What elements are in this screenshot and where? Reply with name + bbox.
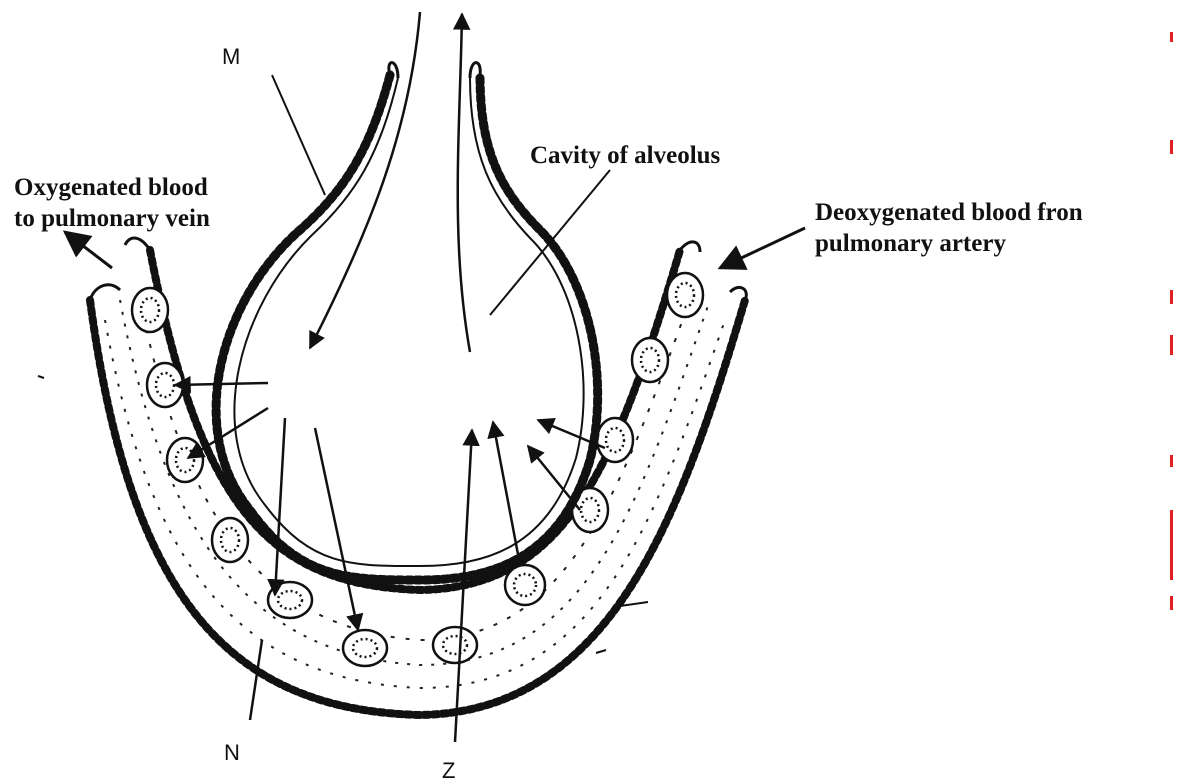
label-deoxygenated-line1: Deoxygenated blood fron [815,197,1083,228]
label-cavity-of-alveolus: Cavity of alveolus [530,140,720,171]
label-oxygenated-line2: to pulmonary vein [14,203,210,234]
label-deoxygenated-line2: pulmonary artery [815,228,1083,259]
scan-mark [1170,335,1173,355]
red-blood-cell [632,338,668,382]
air-out-arrow [458,14,470,352]
red-blood-cell [667,273,703,317]
red-blood-cell [505,565,545,605]
red-blood-cell [343,630,387,666]
deoxygenated-blood-arrow [720,228,805,268]
red-blood-cell [132,288,168,332]
scan-mark [1170,290,1173,304]
label-m: M [222,44,240,70]
red-blood-cell [597,418,633,462]
leader-m [272,75,325,195]
red-blood-cell [167,438,203,482]
scan-mark [1170,596,1173,610]
label-z: Z [442,758,455,784]
label-oxygenated-line1: Oxygenated blood [14,172,210,203]
label-n: N [224,740,240,766]
scan-mark [1170,32,1173,42]
air-in-arrow [310,12,420,348]
red-blood-cell [433,627,477,663]
red-blood-cell [212,518,248,562]
scan-mark [1170,140,1173,154]
label-oxygenated-blood: Oxygenated blood to pulmonary vein [14,172,210,234]
scan-mark [1170,455,1173,467]
scan-mark [1170,510,1173,580]
label-deoxygenated-blood: Deoxygenated blood fron pulmonary artery [815,197,1083,259]
oxygenated-blood-arrow [65,232,112,268]
